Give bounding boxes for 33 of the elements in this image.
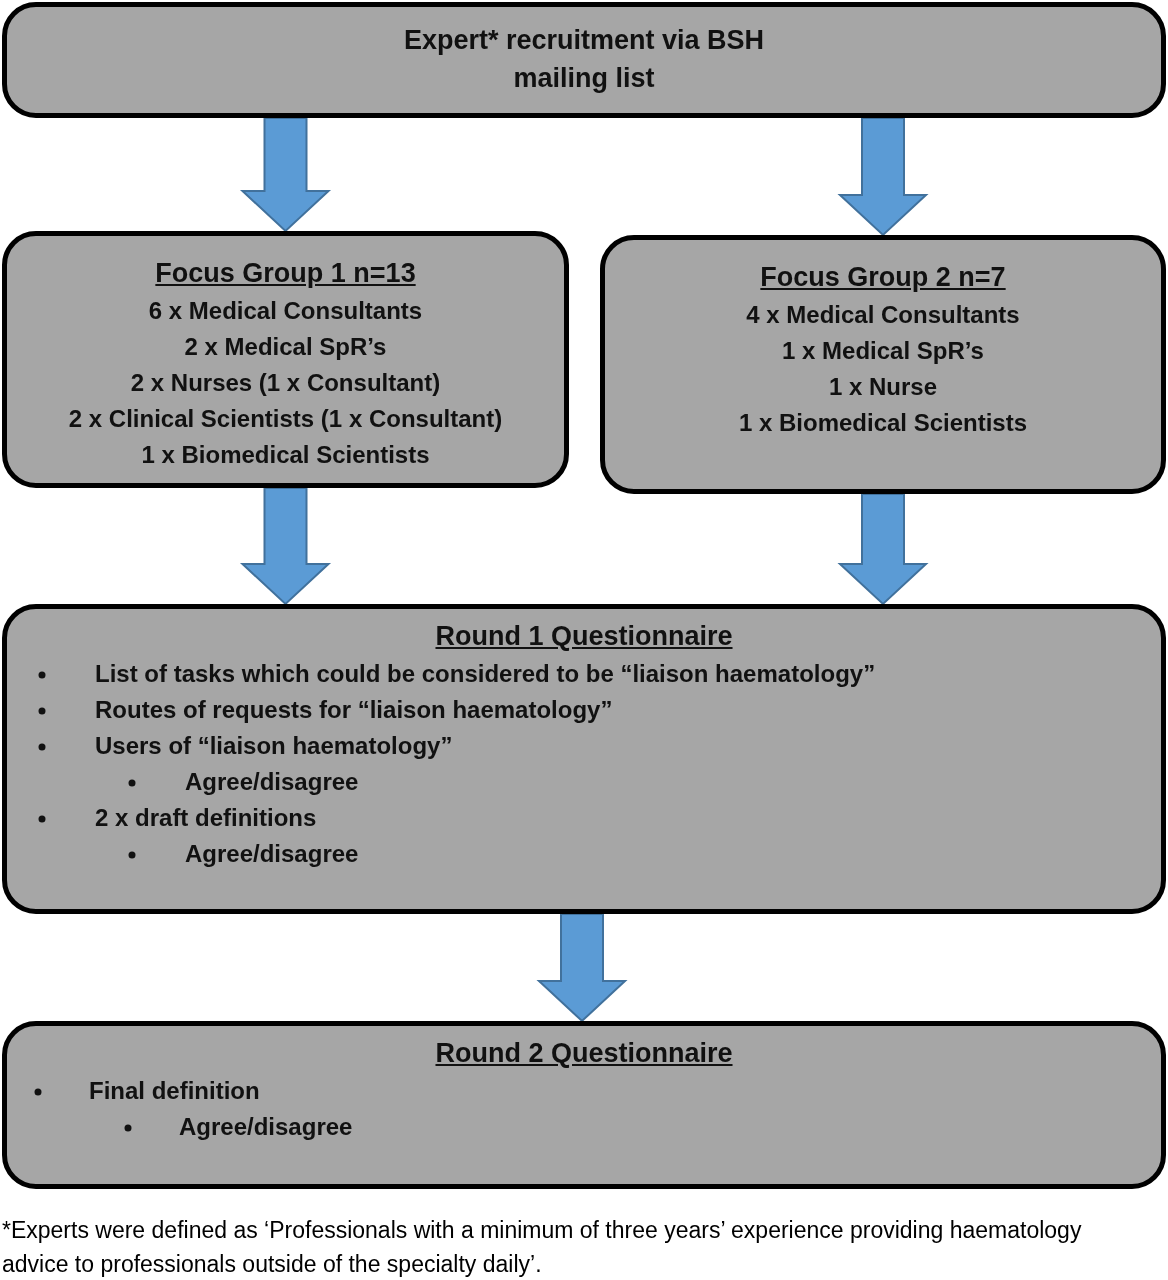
box-title: Expert* recruitment via BSH mailing list: [402, 24, 766, 95]
list-item: 2 x Medical SpR’s: [183, 332, 388, 362]
process-box: [2, 1021, 1166, 1189]
list-item: 4 x Medical Consultants: [745, 300, 1021, 330]
list-item: 1 x Medical SpR’s: [781, 336, 985, 366]
bullet-item: List of tasks which could be considered to be “liaison haematology”: [95, 659, 876, 689]
block-arrow: [536, 913, 628, 1023]
process-box: [2, 604, 1166, 914]
bullet-item: Routes of requests for “liaison haematology”: [95, 695, 613, 725]
block-arrow: [239, 487, 332, 606]
block-arrow: [239, 117, 332, 233]
list-item: 1 x Biomedical Scientists: [737, 408, 1029, 438]
list-item: 2 x Clinical Scientists (1 x Consultant): [67, 404, 504, 434]
process-box: [600, 235, 1166, 494]
process-box: [2, 2, 1166, 118]
box-heading: Focus Group 2 n=7: [759, 262, 1007, 292]
box-heading: Round 1 Questionnaire: [434, 621, 734, 651]
process-box: [2, 231, 569, 488]
bullet-item: Users of “liaison haematology”: [95, 731, 453, 761]
box-heading: Round 2 Questionnaire: [434, 1038, 734, 1068]
bullet-item: Agree/disagree: [179, 1112, 353, 1142]
block-arrow: [837, 117, 929, 237]
list-item: 2 x Nurses (1 x Consultant): [129, 368, 442, 398]
list-item: 1 x Biomedical Scientists: [140, 440, 431, 470]
box-heading: Focus Group 1 n=13: [154, 258, 417, 288]
bullet-item: Final definition: [89, 1076, 260, 1106]
bullet-item: 2 x draft definitions: [95, 803, 317, 833]
footnote: *Experts were defined as ‘Professionals with a minimum of three years’ experience providing haematology advice to professionals outside of the specialty daily’.: [2, 1216, 1083, 1279]
list-item: 6 x Medical Consultants: [147, 296, 424, 326]
list-item: 1 x Nurse: [827, 372, 939, 402]
bullet-item: Agree/disagree: [185, 767, 359, 797]
bullet-item: Agree/disagree: [185, 839, 359, 869]
block-arrow: [837, 493, 929, 606]
